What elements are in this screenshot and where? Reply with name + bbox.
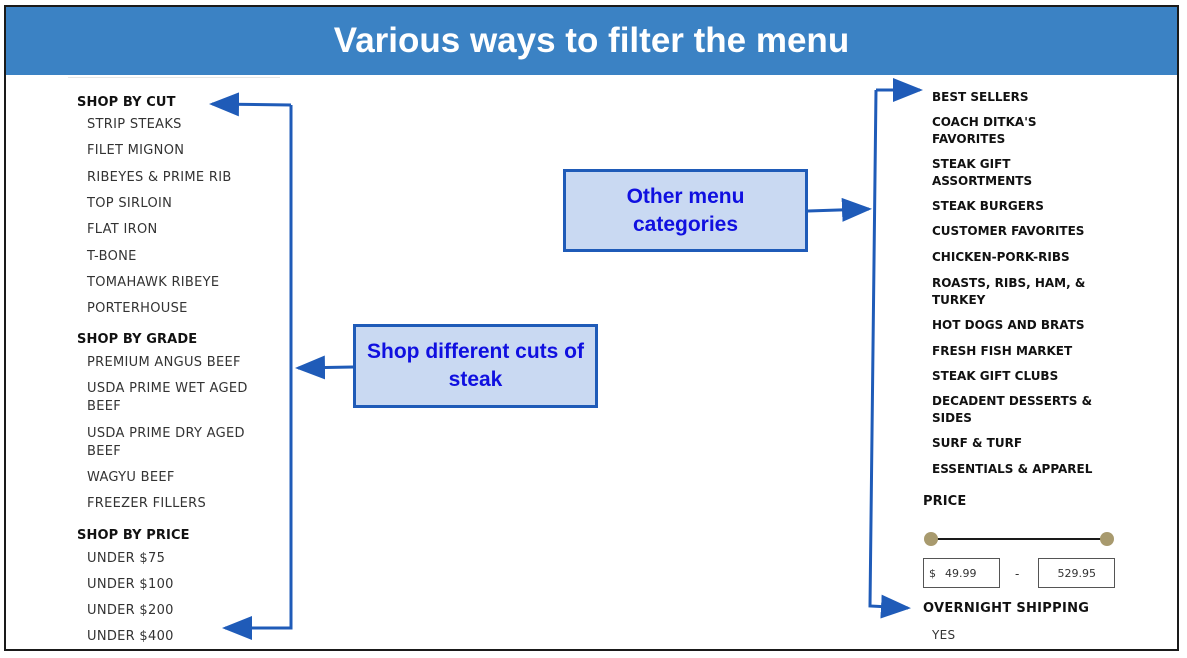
grade-item-wet-aged[interactable]: USDA PRIME WET AGED	[87, 381, 248, 396]
price-slider-max-handle[interactable]	[1100, 532, 1114, 546]
currency-symbol: $	[929, 566, 936, 580]
category-roasts-line2[interactable]: TURKEY	[932, 293, 986, 307]
arrow-from-shop-cuts-callout	[295, 355, 354, 380]
category-gift-clubs[interactable]: STEAK GIFT CLUBS	[932, 369, 1059, 383]
arrow-to-shop-by-cut	[209, 92, 292, 117]
category-roasts[interactable]: ROASTS, RIBS, HAM, &	[932, 276, 1086, 290]
grade-item-wagyu[interactable]: WAGYU BEEF	[87, 470, 175, 485]
bracket-line-left	[222, 105, 293, 640]
category-coach-ditka[interactable]: COACH DITKA'S	[932, 115, 1037, 129]
price-slider-track[interactable]	[931, 538, 1107, 540]
price-max-value: 529.95	[1057, 566, 1097, 580]
slide-title: Various ways to filter the menu	[6, 7, 1177, 75]
price-range-separator: -	[1015, 567, 1020, 581]
price-item-under-400[interactable]: UNDER $400	[87, 629, 174, 644]
cut-item-strip-steaks[interactable]: STRIP STEAKS	[87, 117, 182, 132]
divider	[68, 77, 280, 78]
overnight-shipping-heading: OVERNIGHT SHIPPING	[923, 601, 1090, 616]
category-fresh-fish[interactable]: FRESH FISH MARKET	[932, 344, 1073, 358]
price-item-under-75[interactable]: UNDER $75	[87, 551, 166, 566]
category-steak-burgers[interactable]: STEAK BURGERS	[932, 199, 1044, 213]
price-heading: PRICE	[923, 494, 967, 509]
price-item-under-100[interactable]: UNDER $100	[87, 577, 174, 592]
category-essentials[interactable]: ESSENTIALS & APPAREL	[932, 462, 1093, 476]
cut-item-ribeyes[interactable]: RIBEYES & PRIME RIB	[87, 170, 232, 185]
grade-item-freezer-fillers[interactable]: FREEZER FILLERS	[87, 496, 207, 511]
price-item-under-200[interactable]: UNDER $200	[87, 603, 174, 618]
cut-item-porterhouse[interactable]: PORTERHOUSE	[87, 301, 188, 316]
category-steak-gift-line2[interactable]: ASSORTMENTS	[932, 174, 1033, 188]
price-min-input[interactable]: $ 49.99	[923, 558, 1000, 588]
category-hot-dogs[interactable]: HOT DOGS AND BRATS	[932, 318, 1085, 332]
price-slider-min-handle[interactable]	[924, 532, 938, 546]
grade-item-dry-aged[interactable]: USDA PRIME DRY AGED	[87, 426, 245, 441]
cut-item-top-sirloin[interactable]: TOP SIRLOIN	[87, 196, 173, 211]
shop-cuts-callout-text: Shop different cuts of steak	[367, 340, 584, 391]
category-best-sellers[interactable]: BEST SELLERS	[932, 90, 1029, 104]
shop-by-cut-heading: SHOP BY CUT	[77, 95, 176, 110]
other-categories-callout: Other menu categories	[563, 169, 808, 252]
shipping-option-yes[interactable]: YES	[932, 628, 956, 642]
cut-item-t-bone[interactable]: T-BONE	[87, 249, 137, 264]
bracket-line-right	[868, 89, 911, 619]
cut-item-filet-mignon[interactable]: FILET MIGNON	[87, 143, 185, 158]
category-surf-turf[interactable]: SURF & TURF	[932, 436, 1023, 450]
category-steak-gift[interactable]: STEAK GIFT	[932, 157, 1011, 171]
cut-item-flat-iron[interactable]: FLAT IRON	[87, 222, 158, 237]
category-chicken-pork-ribs[interactable]: CHICKEN-PORK-RIBS	[932, 250, 1070, 264]
shop-by-price-heading: SHOP BY PRICE	[77, 528, 190, 543]
category-desserts-line2[interactable]: SIDES	[932, 411, 972, 425]
other-categories-callout-text: Other menu categories	[626, 184, 745, 236]
grade-item-dry-aged-line2[interactable]: BEEF	[87, 444, 122, 459]
grade-item-wet-aged-line2[interactable]: BEEF	[87, 399, 122, 414]
category-customer-favorites[interactable]: CUSTOMER FAVORITES	[932, 224, 1085, 238]
grade-item-angus[interactable]: PREMIUM ANGUS BEEF	[87, 355, 241, 370]
category-coach-ditka-line2[interactable]: FAVORITES	[932, 132, 1006, 146]
arrow-from-other-categories-callout	[807, 197, 872, 222]
shop-by-grade-heading: SHOP BY GRADE	[77, 332, 198, 347]
cut-item-tomahawk[interactable]: TOMAHAWK RIBEYE	[87, 275, 220, 290]
price-max-input[interactable]: 529.95	[1038, 558, 1115, 588]
shop-cuts-callout: Shop different cuts of steak	[353, 324, 598, 408]
price-min-value: 49.99	[945, 566, 977, 580]
category-desserts[interactable]: DECADENT DESSERTS &	[932, 394, 1093, 408]
